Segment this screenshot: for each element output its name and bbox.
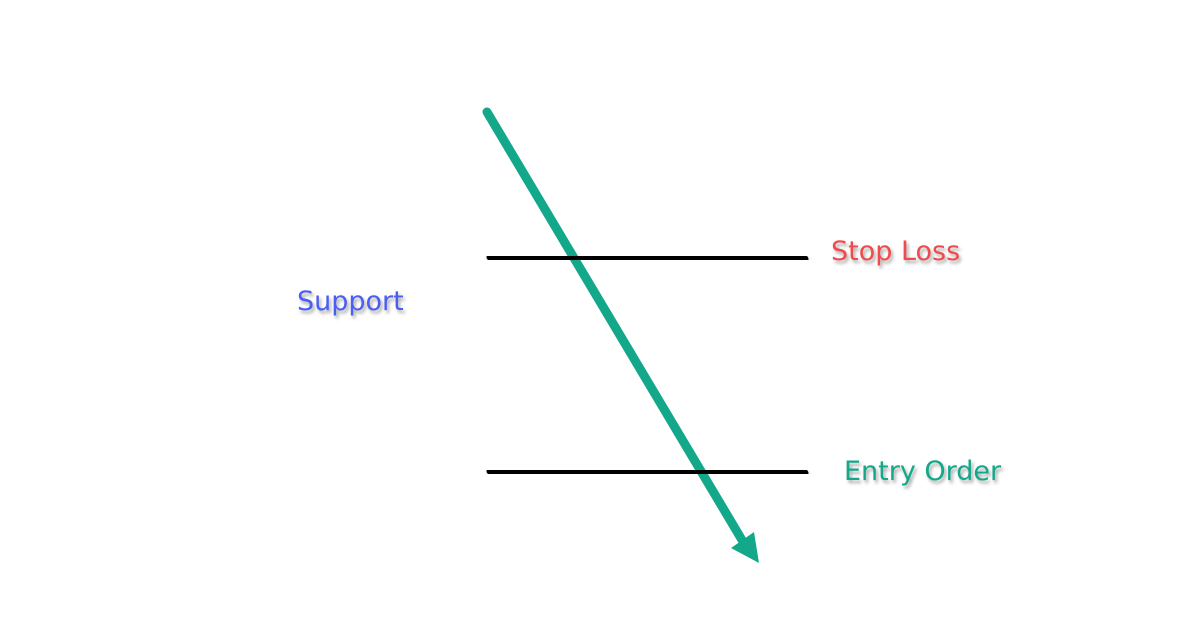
stop-loss-label: Stop Loss: [831, 236, 961, 267]
stop-loss-line: [486, 253, 809, 263]
downtrend-arrow-head: [731, 532, 759, 563]
entry-order-line: [486, 467, 809, 477]
downtrend-arrow-shaft: [482, 107, 747, 545]
entry-order-label: Entry Order: [844, 456, 1002, 487]
support-label: Support: [297, 286, 404, 317]
